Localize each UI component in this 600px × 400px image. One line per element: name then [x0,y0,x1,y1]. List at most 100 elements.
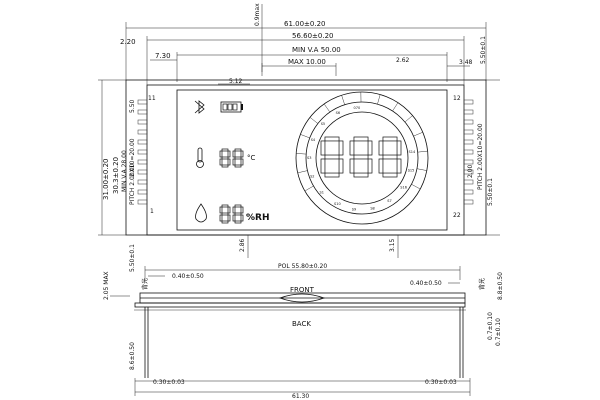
dim-550-right: 5.50±0.1 [480,36,487,64]
ring-tick [304,185,314,192]
thermometer-icon [196,147,204,168]
pin [463,129,474,135]
dim-730: 7.30 [155,52,171,60]
ring-tick [297,170,308,174]
dim-030-left: 0.30±0.03 [153,379,185,386]
segment [367,140,373,156]
segment [221,212,229,216]
dim-07: 0.7±0.10 [487,312,494,340]
segment [234,220,242,224]
humidity-drop-icon [195,203,207,223]
ring-tick [411,184,421,190]
dim-09max: 0.9max [254,3,261,26]
segment [221,204,229,208]
ring-label: S6 [336,111,340,115]
dim-205max: 2.05 MAX [103,271,110,300]
pin [137,139,148,145]
seven-segment-digit [349,136,373,178]
dim-overall-width: 61.00±0.20 [284,20,326,28]
segment [349,158,355,174]
segment [234,148,242,152]
segment [378,140,384,156]
ring-tick [413,131,423,137]
dim-inner-width: 56.60±0.20 [292,32,334,40]
segment [219,206,223,214]
ring-label: S16 [400,186,407,190]
dim-315: 3.15 [389,238,396,252]
segment [324,154,340,160]
dim-overall-height: 31.00±0.20 [102,159,110,201]
right-pins [463,99,474,205]
side-view: POL 55.80±0.20 0.40±0.50 0.40±0.50 FRONT… [103,263,504,400]
seven-segment-digit [378,136,402,178]
pin-left-bottom: 1 [150,208,154,215]
ring-label: 070 [354,106,361,110]
front-label: FRONT [290,286,315,294]
pin-right-top: 12 [453,95,461,102]
pin [137,99,148,105]
pin [463,109,474,115]
back-label: BACK [292,320,311,328]
pin [137,159,148,165]
segment [396,140,402,156]
segment [320,140,326,156]
humidity-digits [219,204,244,224]
segment [320,158,326,174]
segment [221,164,229,168]
ring-label: S1 [320,190,324,194]
segment [219,150,223,158]
segment [324,136,340,142]
ring-label: S3 [307,156,311,160]
ring-label: S14 [409,150,416,154]
dim-040-left: 0.40±0.50 [172,273,204,280]
segment [234,204,242,208]
dim-pitch-right: PITCH 2.00X10=20.00 [477,123,484,190]
segment [338,140,344,156]
ring-label: S9 [352,208,356,212]
lcd-bottom-dims: 2.86 3.15 [239,235,399,258]
dim-200-left: 2.00 [129,163,136,177]
ring-label: S8 [370,206,374,210]
pin [463,179,474,185]
pin-right-bottom: 22 [453,212,461,219]
center-digits [320,136,402,178]
segment [240,214,244,222]
segment [219,158,223,166]
left-pins [137,99,148,205]
segment [232,214,236,222]
pin-left-top: 11 [148,95,156,102]
dim-inner-height: 30.3±0.20 [112,157,120,194]
dim-07b: 0.7±0.10 [495,318,502,346]
segment [234,156,242,160]
segment [382,154,398,160]
dim-va-width: MIN V.A 50.00 [292,46,341,54]
pin [463,119,474,125]
segment [353,172,369,178]
pin [463,169,474,175]
segment [227,150,231,158]
side-mark-left: 背光 [141,278,149,290]
pin [137,149,148,155]
segment [353,136,369,142]
pin [463,159,474,165]
segment [234,164,242,168]
segment [367,158,373,174]
segment [221,220,229,224]
dim-200-right: 2.00 [467,164,474,178]
ring-label: S5 [321,122,325,126]
segment [240,158,244,166]
ring-tick [416,168,427,171]
segment [227,214,231,222]
ring-tick [417,150,428,153]
segment [324,172,340,178]
segment [382,136,398,142]
dim-86: 8.6±0.50 [129,342,136,370]
ring-label: S10 [334,202,341,206]
ring-tick [309,117,319,124]
dim-6130: 61.30 [292,393,309,400]
top-dimensions: 61.00±0.20 56.60±0.20 2.20 MIN V.A 50.00… [120,3,487,85]
dim-550-right-bottom: 5.50±0.1 [487,178,494,206]
dim-030-right: 0.30±0.03 [425,379,457,386]
